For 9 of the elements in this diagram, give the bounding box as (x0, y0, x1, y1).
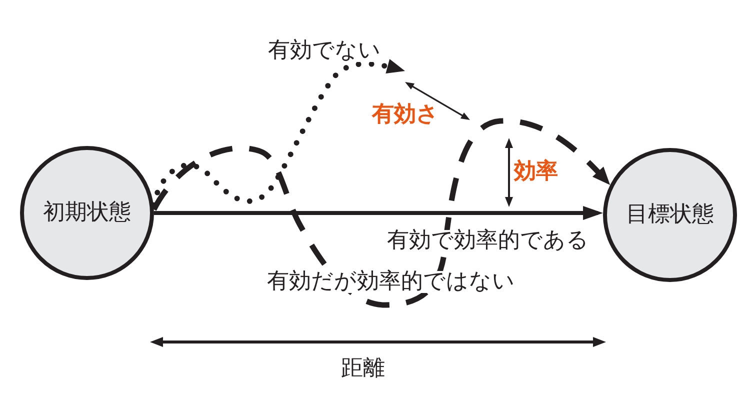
state-circle: 目標状態 (603, 148, 737, 282)
edge-label: 有効でない (268, 40, 381, 62)
straight-arrow (154, 206, 604, 220)
state-circle: 初期状態 (20, 146, 154, 280)
edge-label: 有効だが効率的ではない (267, 271, 515, 293)
dimension-label: 有効さ (372, 104, 439, 126)
dimension-label: 距離 (341, 358, 385, 380)
dashed-arrow (152, 118, 610, 308)
dimension-label: 効率 (514, 161, 558, 183)
